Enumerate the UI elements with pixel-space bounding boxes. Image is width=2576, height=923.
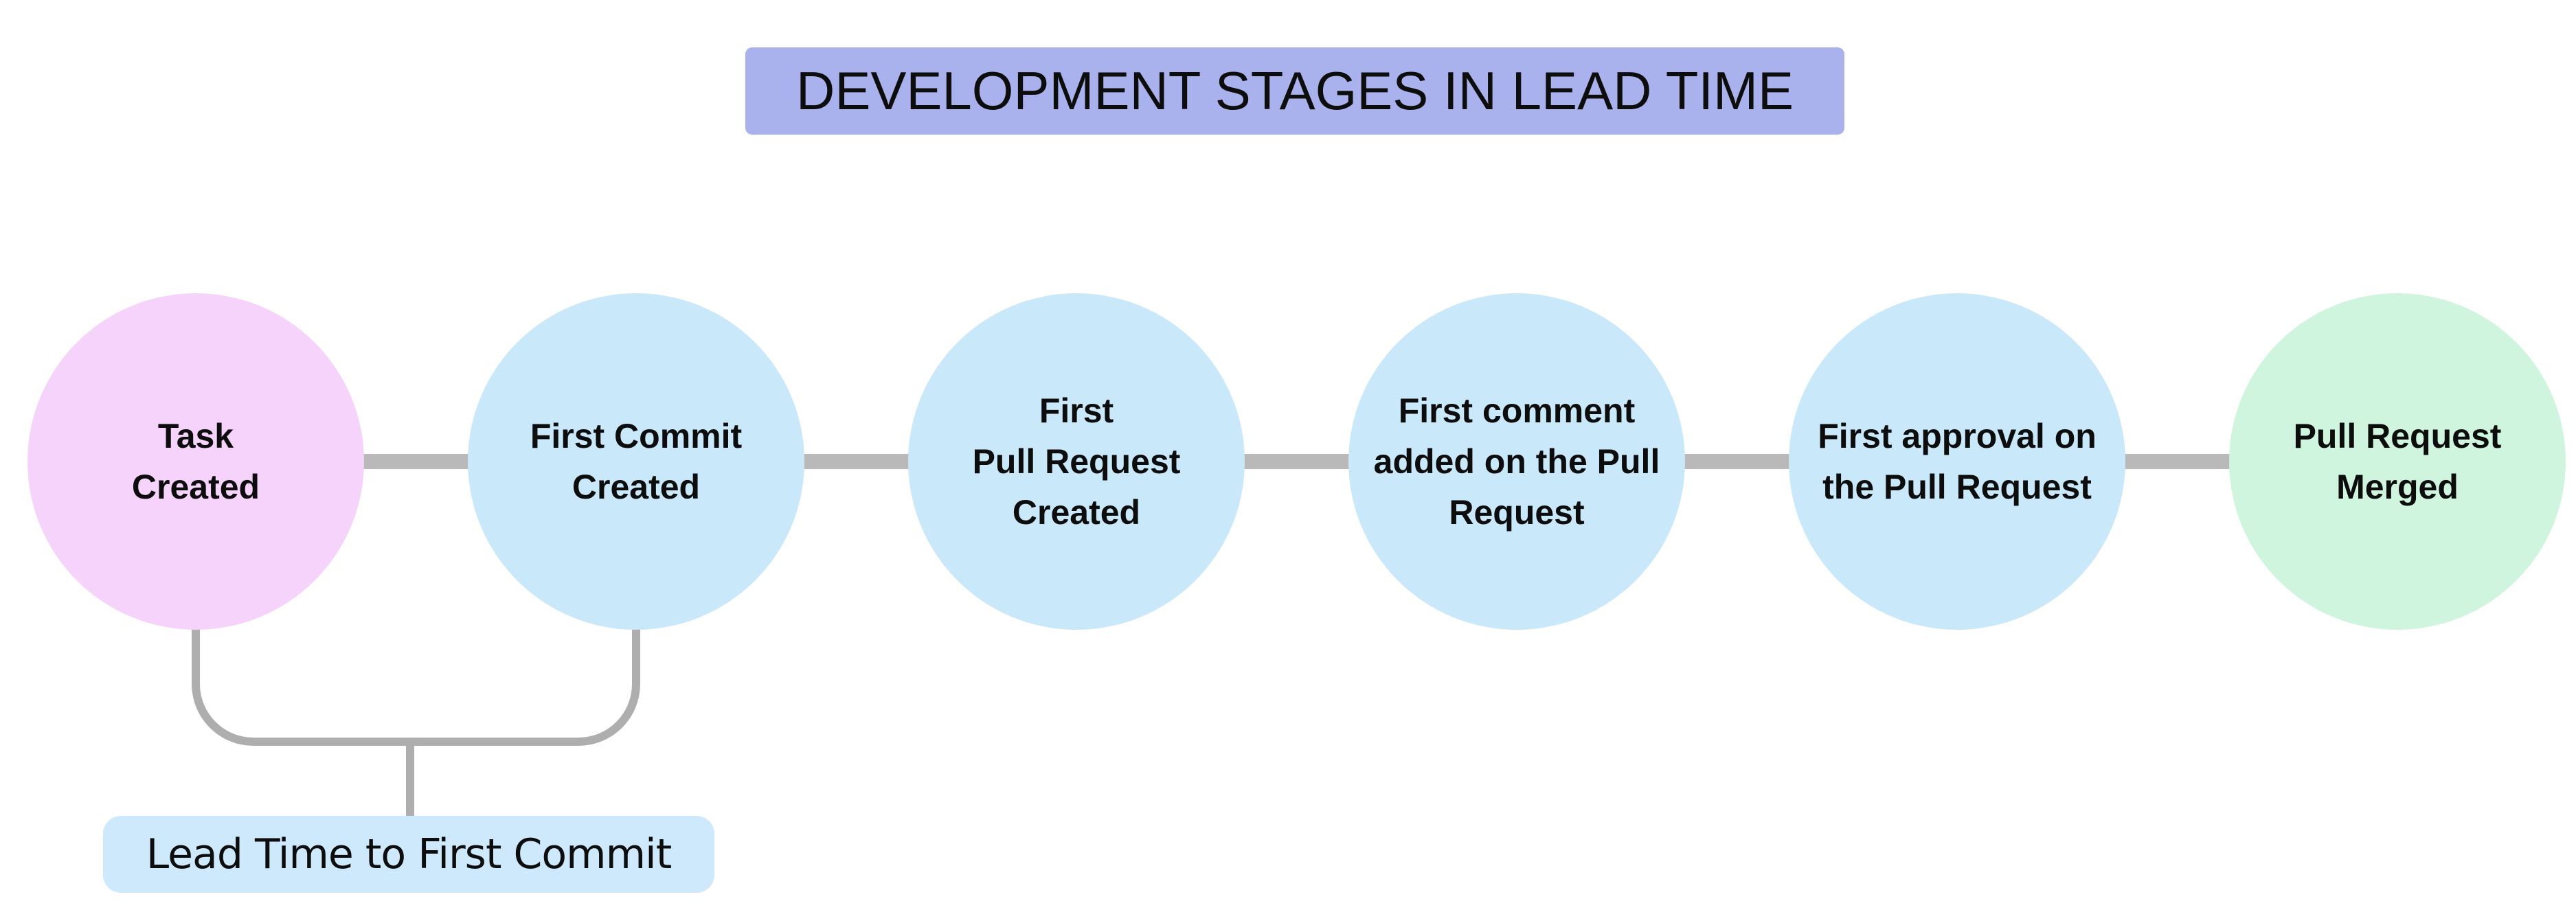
stage-first-pull-request-created: First Pull Request Created: [908, 293, 1245, 630]
stage-label-line: Created: [131, 468, 260, 506]
stage-label-line: Request: [1449, 493, 1585, 532]
lead-time-bracket: [192, 628, 640, 746]
stage-label-line: First: [1039, 391, 1114, 430]
stage-label-line: First approval on: [1818, 417, 2097, 455]
stage-label-line: Pull Request: [972, 442, 1181, 481]
stage-label-line: Merged: [2336, 468, 2459, 506]
stage-label-line: the Pull Request: [1822, 468, 2092, 506]
stage-first-comment-added: First comment added on the Pull Request: [1348, 293, 1685, 630]
stage-task-created: Task Created: [27, 293, 364, 630]
stage-label-line: Pull Request: [2293, 417, 2502, 455]
page-title: DEVELOPMENT STAGES IN LEAD TIME: [795, 60, 1794, 121]
stage-label-line: Created: [1012, 493, 1141, 532]
title-banner: DEVELOPMENT STAGES IN LEAD TIME: [745, 47, 1844, 135]
stage-label-line: Task: [157, 417, 234, 455]
stage-first-commit-created: First Commit Created: [468, 293, 804, 630]
lead-time-bracket-stem: [406, 743, 414, 816]
stage-pull-request-merged: Pull Request Merged: [2229, 293, 2566, 630]
stage-label-line: Created: [572, 468, 701, 506]
lead-time-annotation-label: Lead Time to First Commit: [146, 830, 672, 878]
stage-label-line: First Commit: [530, 417, 743, 455]
lead-time-annotation: Lead Time to First Commit: [103, 816, 714, 893]
stage-label-line: added on the Pull: [1373, 442, 1660, 481]
stage-label-line: First comment: [1398, 391, 1636, 430]
stage-first-approval: First approval on the Pull Request: [1789, 293, 2125, 630]
